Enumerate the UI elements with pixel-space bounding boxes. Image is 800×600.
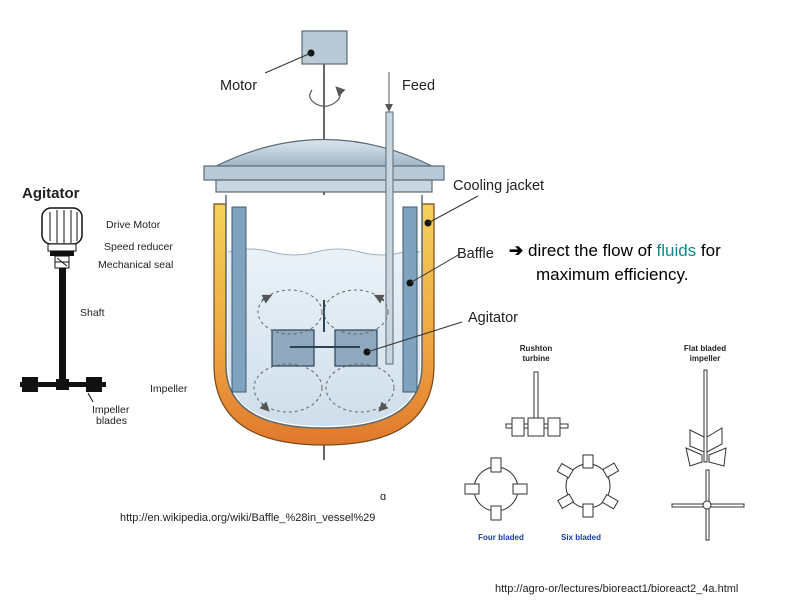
baffle-note-text-before: direct the flow of: [527, 241, 652, 260]
lid-flange-bottom: [215, 179, 433, 193]
baffle-left: [231, 206, 247, 393]
four-bladed-label: Four bladed: [478, 533, 524, 542]
wiki-source-link[interactable]: http://en.wikipedia.org/wiki/Baffle_%28i…: [120, 512, 375, 524]
shaft-label: Shaft: [80, 307, 105, 319]
left-agitator-schematic: Agitator Drive Motor Speed reducer Mecha…: [20, 185, 188, 427]
agitator-title: Agitator: [22, 185, 80, 202]
impeller-blade-right: [86, 377, 102, 392]
small-mark: ɑ: [380, 491, 386, 503]
flat-bladed-side-shape: [685, 369, 727, 467]
shaft-shape: [59, 268, 66, 388]
flat-bladed-label-1: Flat bladed: [684, 344, 726, 353]
rushton-label-2: turbine: [522, 354, 550, 363]
cooling-jacket-pointer: [427, 195, 479, 224]
lid-flange-top: [203, 165, 445, 181]
impeller-blade-left: [22, 377, 38, 392]
cooling-jacket-label: Cooling jacket: [453, 178, 544, 194]
baffle-note-line2: maximum efficiency.: [536, 265, 689, 284]
baffle-note-text-after: for: [700, 241, 721, 260]
impeller-blades-label-1: Impeller: [92, 404, 130, 416]
agitator-pointer: [366, 321, 463, 353]
impeller-label: Impeller: [150, 383, 188, 395]
rotation-arrow: [309, 86, 346, 107]
baffle-note-highlight: fluids: [656, 241, 697, 260]
impeller-hub: [56, 379, 69, 390]
speed-reducer-label: Speed reducer: [104, 241, 173, 253]
baffle-note-line1: ➔ direct the flow of fluids for: [509, 240, 721, 262]
drive-motor-label: Drive Motor: [106, 219, 161, 231]
flat-bladed-top-shape: [671, 469, 745, 541]
rushton-label-1: Rushton: [520, 344, 553, 353]
motor-pointer: [264, 52, 312, 74]
vessel-lid-dome: [213, 138, 435, 168]
six-bladed-shape: [556, 454, 620, 518]
four-bladed-shape: [464, 457, 528, 521]
agitator-label: Agitator: [468, 310, 518, 326]
impeller-blades-pointer: [87, 392, 94, 403]
stirred-vessel: Motor Feed Cooling jacket Baffle Agitato…: [203, 30, 544, 503]
speed-reducer-shape: [47, 243, 77, 252]
flow-arrows: [259, 294, 389, 412]
mechanical-seal-label: Mechanical seal: [98, 259, 173, 271]
rushton-turbine-shape: [505, 371, 569, 437]
baffle-label: Baffle: [457, 246, 494, 262]
motor-label: Motor: [220, 78, 257, 94]
drive-motor-shape: [41, 207, 83, 245]
feed-pipe: [385, 111, 394, 365]
agro-source-link[interactable]: http://agro-or/lectures/bioreact1/biorea…: [495, 583, 738, 595]
flow-circulation: [253, 289, 395, 413]
impeller-blades-label-2: blades: [96, 415, 127, 427]
feed-label: Feed: [402, 78, 435, 94]
arrow-glyph: ➔: [509, 241, 524, 260]
motor-box: [301, 30, 348, 65]
baffle-pointer: [409, 253, 461, 284]
baffle-right: [402, 206, 418, 393]
flat-bladed-label-2: impeller: [690, 354, 721, 363]
impeller-types: Rushton turbine Flat bladed impeller: [464, 344, 745, 542]
six-bladed-label: Six bladed: [561, 533, 601, 542]
